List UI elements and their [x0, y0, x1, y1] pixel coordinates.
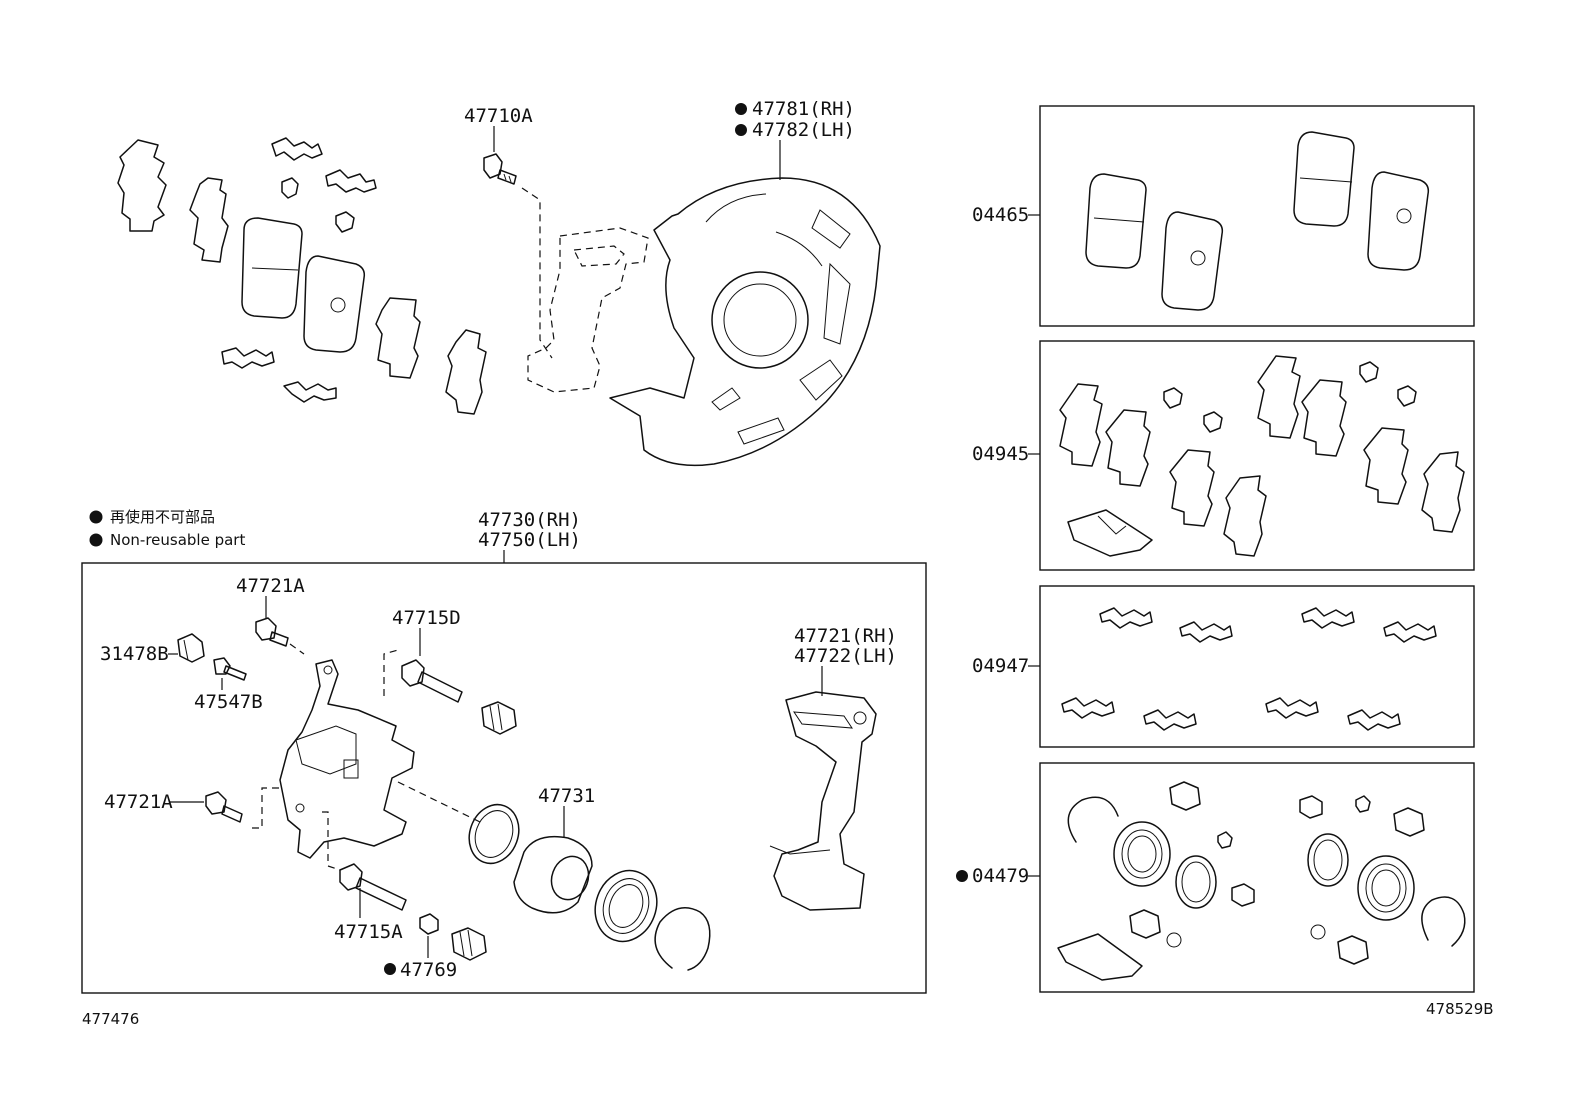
anti-squeal-shim-1 [117, 139, 167, 232]
bleeder-plug-47547B [213, 657, 247, 681]
caliper-assembly-frame [81, 562, 927, 994]
slide-pin-47715D [401, 659, 463, 703]
label-47715A: 47715A [334, 921, 403, 943]
footer-left-code: 477476 [82, 1010, 139, 1028]
pad-support-clip-4 [283, 381, 337, 403]
label-04465: 04465 [972, 204, 1029, 226]
kit-04945-frame [1039, 340, 1475, 571]
set-ring [654, 907, 711, 971]
anti-squeal-shim-2 [189, 177, 229, 263]
anti-squeal-shim-4 [445, 329, 487, 415]
brake-pad-1 [241, 217, 303, 319]
pad-shim-group [117, 137, 487, 415]
legend-japanese: 再使用不可部品 [110, 508, 215, 526]
label-47781-rh: 47781(RH) [752, 98, 855, 120]
label-47750-lh: 47750(LH) [478, 529, 581, 551]
non-reusable-mark [735, 124, 747, 136]
bolt-47721A-top [255, 617, 289, 647]
kit-04947-frame [1039, 585, 1475, 748]
pad-spring-2 [335, 211, 355, 233]
kit-04465-pads [1085, 131, 1430, 311]
legend-mark [89, 510, 103, 524]
bolt-47721A-bottom [205, 791, 243, 823]
label-47731: 47731 [538, 785, 595, 807]
label-47730-rh: 47730(RH) [478, 509, 581, 531]
torque-plate-outline [527, 227, 649, 393]
label-04479: 04479 [972, 865, 1029, 887]
slide-bushing-boot-top [481, 701, 517, 735]
cylinder-boot [594, 869, 658, 943]
legend-english: Non-reusable part [110, 531, 245, 549]
label-47769: 47769 [400, 959, 457, 981]
piston-seal [468, 803, 520, 865]
pad-spring-1 [281, 177, 299, 199]
kit-04479-frame [1039, 762, 1475, 993]
non-reusable-mark [956, 870, 968, 882]
bleeder-cap-31478B [177, 633, 205, 663]
bushing-47769 [419, 913, 439, 935]
slide-pin-47715A [339, 863, 407, 911]
label-04945: 04945 [972, 443, 1029, 465]
label-47547B: 47547B [194, 691, 263, 713]
label-04947: 04947 [972, 655, 1029, 677]
anti-squeal-shim-3 [375, 297, 421, 379]
caliper-cylinder-body [279, 659, 415, 859]
footer-right-code: 478529B [1426, 1000, 1494, 1018]
kit-04465-frame [1039, 105, 1475, 327]
caliper-mounting-bracket [769, 691, 877, 911]
pad-support-clip-3 [221, 347, 275, 369]
disc-brake-dust-cover [609, 177, 881, 467]
non-reusable-mark [384, 963, 396, 975]
label-47710A: 47710A [464, 105, 533, 127]
label-47782-lh: 47782(LH) [752, 119, 855, 141]
piston-47731 [513, 835, 593, 914]
label-31478B: 31478B [100, 643, 169, 665]
pad-support-clip-1 [271, 137, 323, 161]
slide-bushing-boot-bottom [451, 927, 487, 961]
bolt-47710A [483, 153, 517, 185]
label-47721A-top: 47721A [236, 575, 305, 597]
non-reusable-mark [735, 103, 747, 115]
pad-support-clip-2 [325, 169, 377, 193]
brake-pad-2 [303, 255, 366, 353]
legend-mark [89, 533, 103, 547]
kit-04945-shims [1059, 355, 1465, 557]
label-47715D: 47715D [392, 607, 461, 629]
label-47722-lh: 47722(LH) [794, 645, 897, 667]
label-47721-rh: 47721(RH) [794, 625, 897, 647]
kit-04947-clips [1061, 607, 1437, 731]
label-47721A-bottom: 47721A [104, 791, 173, 813]
kit-04479-seals [1057, 781, 1466, 981]
